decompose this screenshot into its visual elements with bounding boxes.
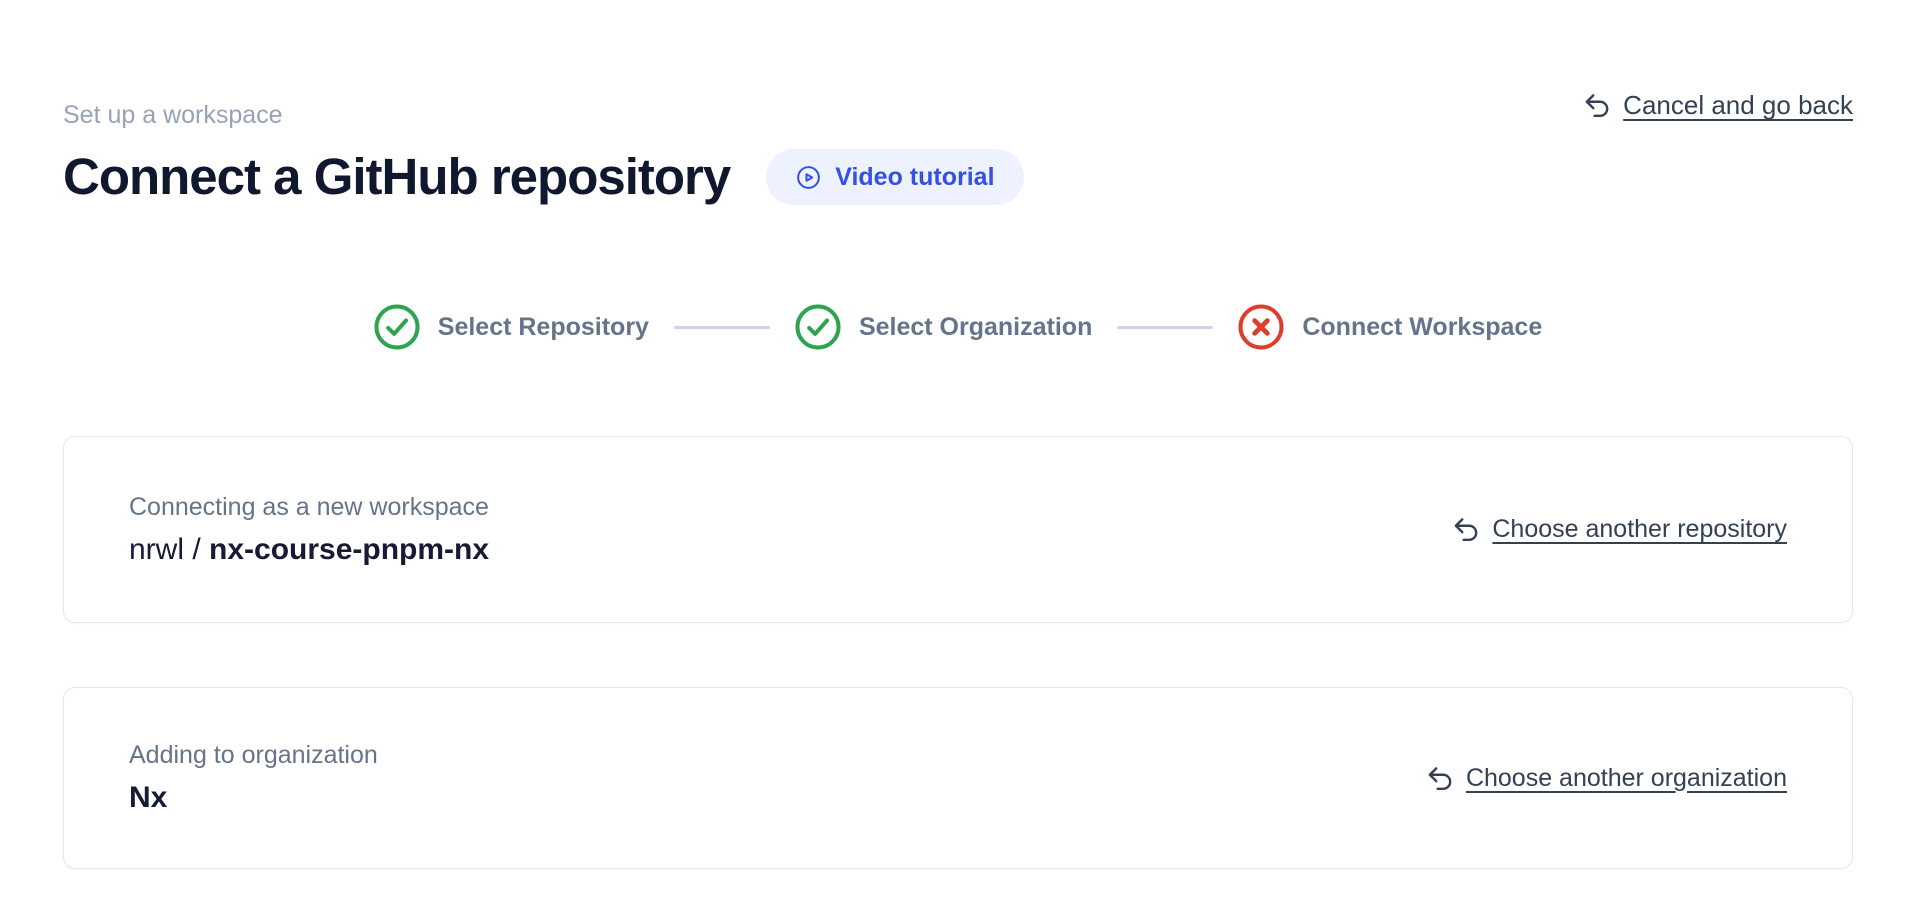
organization-info: Adding to organization Nx	[129, 740, 378, 816]
progress-stepper: Select Repository Select Organization Co…	[63, 304, 1853, 350]
repository-info: Connecting as a new workspace nrwl / nx-…	[129, 492, 489, 568]
stepper-connector	[673, 325, 770, 329]
undo-arrow-icon	[1428, 766, 1452, 790]
check-circle-icon	[374, 304, 420, 350]
play-circle-icon	[797, 165, 821, 189]
choose-another-repository-label: Choose another repository	[1492, 515, 1787, 543]
repository-card: Connecting as a new workspace nrwl / nx-…	[63, 436, 1853, 623]
step-label: Connect Workspace	[1302, 312, 1543, 341]
video-tutorial-button[interactable]: Video tutorial	[766, 149, 1024, 205]
organization-name: Nx	[129, 781, 168, 814]
title-row: Connect a GitHub repository Video tutori…	[63, 146, 1853, 208]
choose-another-organization-label: Choose another organization	[1465, 763, 1787, 792]
x-circle-icon	[1238, 304, 1284, 350]
cancel-and-go-back-link[interactable]: Cancel and go back	[1583, 90, 1853, 121]
repository-owner: nrwl /	[129, 532, 201, 566]
video-tutorial-label: Video tutorial	[835, 162, 995, 191]
repository-full-name: nrwl / nx-course-pnpm-nx	[129, 531, 489, 568]
repository-card-label: Connecting as a new workspace	[129, 492, 489, 521]
choose-another-repository-link[interactable]: Choose another repository	[1452, 515, 1787, 544]
step-select-repository: Select Repository	[374, 304, 649, 350]
undo-arrow-icon	[1585, 94, 1609, 117]
organization-card-label: Adding to organization	[129, 741, 378, 769]
repository-name: nx-course-pnpm-nx	[209, 532, 490, 566]
check-circle-icon	[795, 304, 841, 350]
step-label: Select Repository	[437, 312, 649, 341]
step-connect-workspace: Connect Workspace	[1238, 304, 1542, 350]
organization-card: Adding to organization Nx Choose another…	[63, 687, 1853, 869]
eyebrow-text: Set up a workspace	[63, 101, 283, 129]
page-title: Connect a GitHub repository	[63, 148, 731, 205]
cancel-link-label: Cancel and go back	[1623, 90, 1853, 120]
stepper-connector	[1117, 325, 1214, 329]
undo-arrow-icon	[1455, 518, 1478, 541]
step-label: Select Organization	[858, 312, 1093, 341]
choose-another-organization-link[interactable]: Choose another organization	[1426, 764, 1787, 793]
step-select-organization: Select Organization	[795, 304, 1092, 350]
